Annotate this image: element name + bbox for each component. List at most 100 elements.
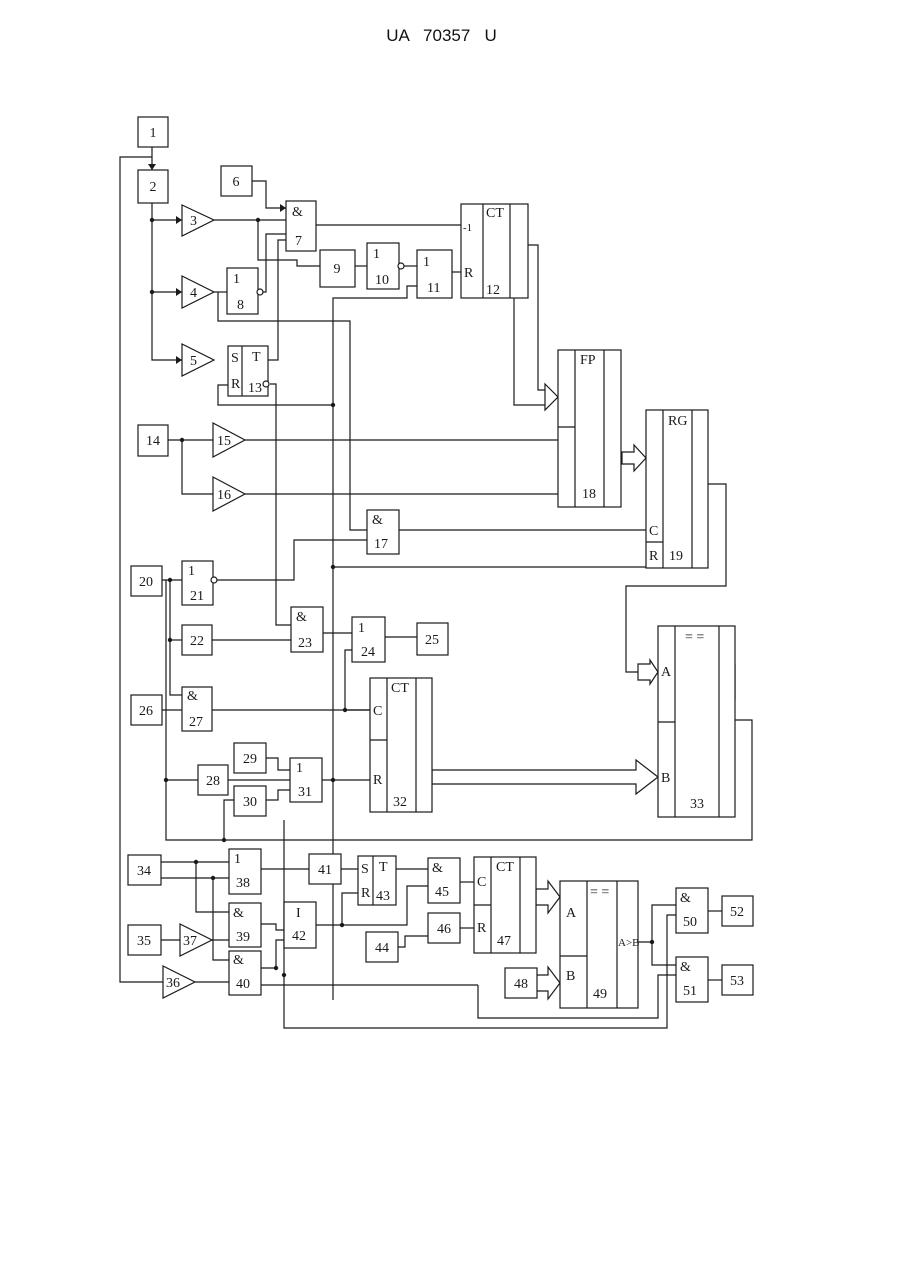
svg-text:T: T bbox=[379, 860, 388, 875]
block-35: 35 bbox=[128, 925, 161, 955]
block-31-or-gate: 1 31 bbox=[290, 758, 322, 802]
block-12-counter: CT -1 R 12 bbox=[461, 204, 528, 298]
block-28: 28 bbox=[198, 765, 228, 795]
svg-text:T: T bbox=[252, 350, 261, 365]
svg-text:49: 49 bbox=[593, 987, 607, 1002]
block-46: 46 bbox=[428, 913, 460, 943]
svg-text:C: C bbox=[649, 524, 658, 539]
svg-text:&: & bbox=[233, 953, 244, 968]
svg-text:12: 12 bbox=[486, 283, 500, 298]
svg-text:13: 13 bbox=[248, 381, 262, 396]
block-44: 44 bbox=[366, 932, 398, 962]
svg-text:&: & bbox=[187, 689, 198, 704]
svg-text:29: 29 bbox=[243, 752, 257, 767]
svg-text:R: R bbox=[477, 921, 487, 936]
svg-text:23: 23 bbox=[298, 636, 312, 651]
svg-text:A>B: A>B bbox=[618, 937, 639, 949]
svg-text:33: 33 bbox=[690, 797, 704, 812]
svg-text:40: 40 bbox=[236, 977, 250, 992]
svg-text:R: R bbox=[361, 886, 371, 901]
block-25: 25 bbox=[417, 623, 448, 655]
svg-text:B: B bbox=[661, 771, 670, 786]
svg-text:1: 1 bbox=[234, 852, 241, 867]
block-5-amplifier: 5 bbox=[182, 344, 214, 376]
block-45-and-gate: & 45 bbox=[428, 858, 460, 903]
block-19-register: RG C R 19 bbox=[646, 410, 708, 568]
svg-text:&: & bbox=[372, 513, 383, 528]
block-15-amplifier: 15 bbox=[213, 423, 245, 457]
svg-text:25: 25 bbox=[425, 633, 439, 648]
block-16-amplifier: 16 bbox=[213, 477, 245, 511]
svg-text:CT: CT bbox=[486, 206, 504, 221]
svg-text:CT: CT bbox=[391, 681, 409, 696]
block-34: 34 bbox=[128, 855, 161, 885]
block-3-amplifier: 3 bbox=[182, 205, 214, 236]
block-47-counter: CT C R 47 bbox=[474, 857, 536, 953]
svg-text:&: & bbox=[432, 861, 443, 876]
svg-text:45: 45 bbox=[435, 885, 449, 900]
svg-text:19: 19 bbox=[669, 549, 683, 564]
svg-text:A: A bbox=[566, 906, 577, 921]
block-6: 6 bbox=[221, 166, 252, 196]
svg-text:38: 38 bbox=[236, 876, 250, 891]
svg-text:1: 1 bbox=[150, 126, 157, 141]
block-17-and-gate: & 17 bbox=[367, 510, 399, 554]
block-30: 30 bbox=[234, 786, 266, 816]
arrowheads bbox=[148, 164, 286, 364]
svg-text:10: 10 bbox=[375, 273, 389, 288]
block-18-fp: FP 18 bbox=[558, 350, 621, 507]
junctions bbox=[150, 218, 654, 977]
block-41: 41 bbox=[309, 854, 341, 884]
svg-text:51: 51 bbox=[683, 984, 697, 999]
svg-text:26: 26 bbox=[139, 704, 153, 719]
block-27-and-gate: & 27 bbox=[182, 687, 212, 731]
svg-text:B: B bbox=[566, 969, 575, 984]
svg-text:4: 4 bbox=[190, 286, 197, 301]
svg-text:R: R bbox=[231, 377, 241, 392]
svg-text:46: 46 bbox=[437, 922, 451, 937]
svg-text:1: 1 bbox=[373, 247, 380, 262]
block-2: 2 bbox=[138, 170, 168, 203]
svg-text:3: 3 bbox=[190, 214, 197, 229]
block-42-or-gate: I 42 bbox=[284, 902, 316, 948]
svg-text:31: 31 bbox=[298, 785, 312, 800]
svg-text:1: 1 bbox=[233, 272, 240, 287]
svg-text:32: 32 bbox=[393, 795, 407, 810]
svg-text:S: S bbox=[361, 862, 369, 877]
block-37-amplifier: 37 bbox=[180, 924, 212, 956]
svg-text:48: 48 bbox=[514, 977, 528, 992]
svg-text:1: 1 bbox=[358, 621, 365, 636]
svg-text:34: 34 bbox=[137, 864, 151, 879]
svg-text:6: 6 bbox=[233, 175, 240, 190]
svg-text:16: 16 bbox=[217, 488, 231, 503]
svg-text:-1: -1 bbox=[463, 222, 472, 234]
svg-text:RG: RG bbox=[668, 414, 687, 429]
svg-text:39: 39 bbox=[236, 930, 250, 945]
svg-text:&: & bbox=[680, 891, 691, 906]
svg-text:11: 11 bbox=[427, 281, 440, 296]
block-26: 26 bbox=[131, 695, 162, 725]
svg-text:C: C bbox=[477, 875, 486, 890]
block-4-amplifier: 4 bbox=[182, 276, 214, 308]
svg-text:44: 44 bbox=[375, 941, 389, 956]
svg-text:52: 52 bbox=[730, 905, 744, 920]
svg-text:15: 15 bbox=[217, 434, 231, 449]
svg-text:A: A bbox=[661, 665, 672, 680]
block-51-and-gate: & 51 bbox=[676, 957, 708, 1002]
svg-text:I: I bbox=[296, 906, 301, 921]
block-20: 20 bbox=[131, 566, 162, 596]
svg-text:&: & bbox=[296, 610, 307, 625]
svg-text:28: 28 bbox=[206, 774, 220, 789]
svg-text:50: 50 bbox=[683, 915, 697, 930]
svg-text:9: 9 bbox=[334, 262, 341, 277]
block-9: 9 bbox=[320, 250, 355, 287]
svg-text:CT: CT bbox=[496, 860, 514, 875]
block-7-and-gate: & 7 bbox=[286, 201, 316, 251]
block-32-counter: CT C R 32 bbox=[370, 678, 432, 812]
block-22: 22 bbox=[182, 625, 212, 655]
svg-text:R: R bbox=[464, 266, 474, 281]
svg-text:S: S bbox=[231, 351, 239, 366]
block-40-and-gate: & 40 bbox=[229, 951, 261, 995]
block-39-and-gate: & 39 bbox=[229, 903, 261, 947]
